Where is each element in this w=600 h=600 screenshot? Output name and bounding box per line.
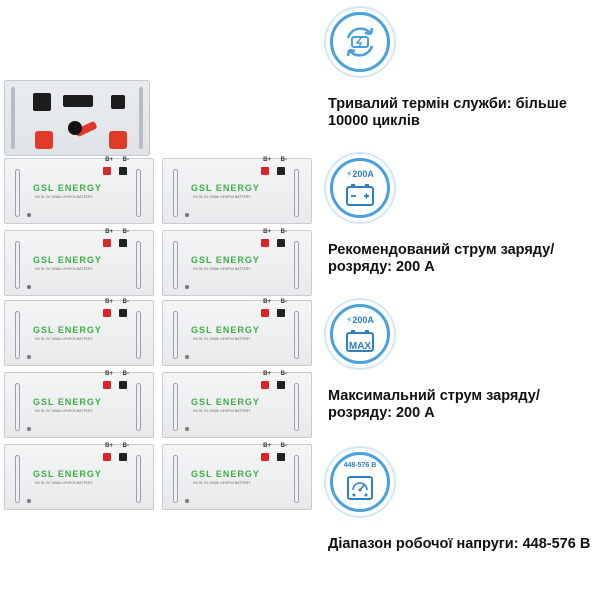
- feature-text: Рекомендований струм заряду/розряду: 200…: [328, 242, 555, 275]
- module-brand: GSL ENERGY: [33, 469, 102, 479]
- module-model: HV 51.2V 100Ah LiFePO4 BATTERY: [35, 337, 93, 341]
- module-model: HV 51.2V 100Ah LiFePO4 BATTERY: [35, 481, 93, 485]
- module-brand: GSL ENERGY: [33, 397, 102, 407]
- charge-current-icon: ⚡200A: [330, 158, 390, 218]
- module-brand: GSL ENERGY: [191, 325, 260, 335]
- battery-module: B+B- GSL ENERGY HV 51.2V 100Ah LiFePO4 B…: [162, 371, 312, 438]
- module-model: HV 51.2V 100Ah LiFePO4 BATTERY: [35, 409, 93, 413]
- battery-cycle-icon: [330, 12, 390, 72]
- module-model: HV 51.2V 100Ah LiFePO4 BATTERY: [193, 409, 251, 413]
- battery-module: B+B- GSL ENERGY HV 51.2V 100Ah LiFePO4 B…: [162, 299, 312, 366]
- module-model: HV 51.2V 100Ah LiFePO4 BATTERY: [193, 337, 251, 341]
- battery-module: B+B- GSL ENERGY HV 51.2V 100Ah LiFePO4 B…: [4, 443, 154, 510]
- battery-module: B+B- GSL ENERGY HV 51.2V 100Ah LiFePO4 B…: [4, 371, 154, 438]
- module-brand: GSL ENERGY: [191, 397, 260, 407]
- feature-list: Тривалий термін служби: більше 10000 цик…: [320, 0, 600, 600]
- battery-module: B+B- GSL ENERGY HV 51.2V 100Ah LiFePO4 B…: [4, 229, 154, 296]
- feature-text: Діапазон робочої напруги: 448-576 В: [328, 536, 591, 552]
- battery-module: B+B- GSL ENERGY HV 51.2V 100Ah LiFePO4 B…: [4, 299, 154, 366]
- module-model: HV 51.2V 100Ah LiFePO4 BATTERY: [193, 481, 251, 485]
- icon-value: 448-576 В: [343, 462, 377, 469]
- module-brand: GSL ENERGY: [191, 183, 260, 193]
- module-model: HV 51.2V 100Ah LiFePO4 BATTERY: [35, 267, 93, 271]
- battery-module: B+B- GSL ENERGY HV 51.2V 100Ah LiFePO4 B…: [162, 443, 312, 510]
- module-brand: GSL ENERGY: [33, 255, 102, 265]
- voltage-gauge-icon: 448-576 В: [330, 452, 390, 512]
- icon-value: ⚡200A: [346, 169, 374, 179]
- module-model: HV 51.2V 100Ah LiFePO4 BATTERY: [193, 195, 251, 199]
- max-badge: MAX: [348, 341, 372, 352]
- feature-text: Тривалий термін служби: більше 10000 цик…: [328, 96, 567, 129]
- icon-value: ⚡200A: [346, 315, 374, 325]
- battery-stack-image: B+B- GSL ENERGY HV 51.2V 100Ah LiFePO4 B…: [4, 80, 312, 510]
- battery-module: B+B- GSL ENERGY HV 51.2V 100Ah LiFePO4 B…: [162, 157, 312, 224]
- module-model: HV 51.2V 100Ah LiFePO4 BATTERY: [193, 267, 251, 271]
- battery-controller: [4, 80, 150, 156]
- module-brand: GSL ENERGY: [191, 469, 260, 479]
- module-brand: GSL ENERGY: [33, 325, 102, 335]
- battery-module: B+B- GSL ENERGY HV 51.2V 100Ah LiFePO4 B…: [4, 157, 154, 224]
- module-model: HV 51.2V 100Ah LiFePO4 BATTERY: [35, 195, 93, 199]
- module-brand: GSL ENERGY: [191, 255, 260, 265]
- module-brand: GSL ENERGY: [33, 183, 102, 193]
- max-current-icon: ⚡200A MAX: [330, 304, 390, 364]
- feature-text: Максимальний струм заряду/розряду: 200 А: [328, 388, 540, 421]
- battery-module: B+B- GSL ENERGY HV 51.2V 100Ah LiFePO4 B…: [162, 229, 312, 296]
